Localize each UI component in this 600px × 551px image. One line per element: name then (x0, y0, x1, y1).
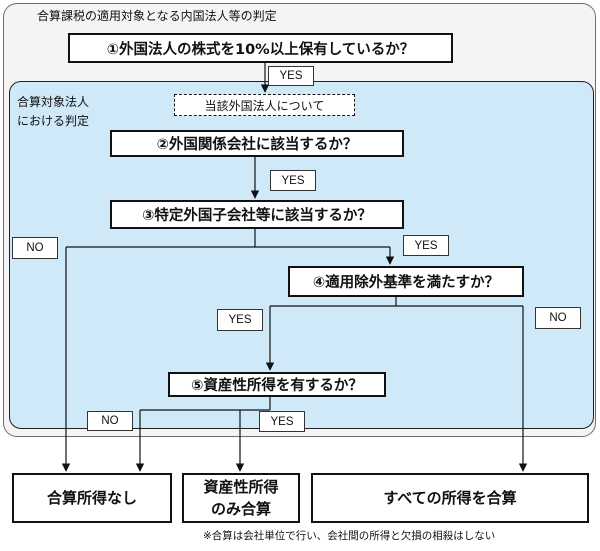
question-1: ①外国法人の株式を10%以上保有しているか？ (68, 33, 453, 63)
label-yes-q2: YES (270, 170, 316, 191)
result-all-income: すべての所得を合算 (311, 473, 589, 523)
label-yes-q3: YES (403, 235, 449, 256)
result-no-income: 合算所得なし (12, 473, 172, 523)
footnote: ※合算は会社単位で行い、会社間の所得と欠損の相殺はしない (203, 530, 496, 542)
label-yes-q4: YES (217, 309, 263, 331)
outer-title: 合算課税の適用対象となる内国法人等の判定 (37, 9, 277, 23)
result-asset-income-only: 資産性所得 のみ合算 (182, 473, 300, 523)
label-yes-q5: YES (259, 411, 305, 432)
question-4: ④適用除外基準を満たすか？ (288, 266, 524, 297)
about-foreign-corp: 当該外国法人について (174, 94, 355, 116)
question-3: ③特定外国子会社等に該当するか？ (110, 200, 404, 229)
inner-title-line2: における判定 (17, 114, 90, 128)
label-no-q3: NO (12, 237, 58, 259)
question-2: ②外国関係会社に該当するか？ (110, 130, 404, 157)
inner-title: 合算対象法人 における判定 (17, 93, 89, 131)
inner-title-line1: 合算対象法人 (17, 95, 90, 109)
label-yes-q1: YES (268, 66, 314, 86)
result-asset-line2: のみ合算 (210, 500, 271, 518)
label-no-q5: NO (87, 411, 133, 431)
question-5: ⑤資産性所得を有するか？ (168, 372, 386, 397)
label-no-q4: NO (535, 307, 581, 329)
result-asset-line1: 資産性所得 (203, 478, 279, 496)
